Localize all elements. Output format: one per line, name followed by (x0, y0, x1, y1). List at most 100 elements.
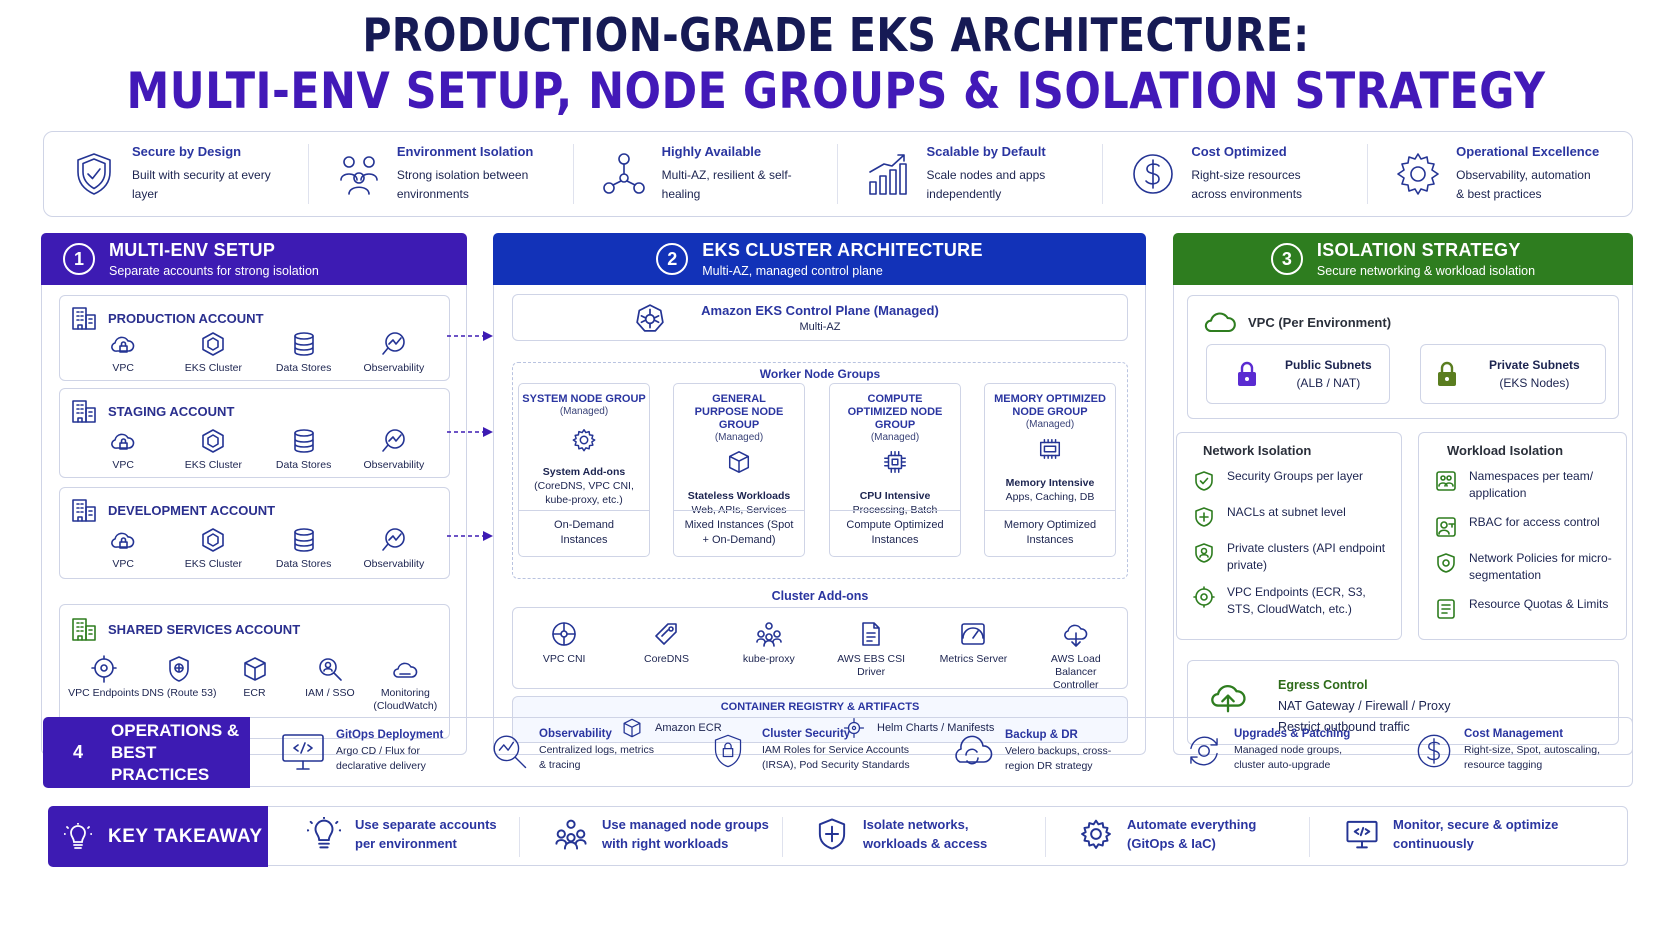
building-icon (72, 307, 96, 330)
gear-icon (1081, 819, 1111, 849)
ecr-item: ECR (217, 655, 292, 713)
group-users-icon (555, 819, 587, 850)
worker-node-groups: Worker Node Groups (512, 362, 1128, 579)
gear-icon (1397, 153, 1439, 195)
network-isolation-box: Network Isolation Security Groups per la… (1176, 432, 1402, 640)
eks-cluster-item: EKS Cluster (173, 330, 253, 375)
observability-item: Observability (354, 526, 434, 571)
magnifier-chart-icon (493, 735, 527, 768)
vpc-item: VPC (83, 330, 163, 375)
shield-check-icon (77, 153, 111, 195)
endpoint-gear-icon (1193, 586, 1215, 608)
addon-ebs-csi: AWS EBS CSI Driver (831, 620, 911, 679)
magnifier-chart-icon (382, 332, 405, 355)
control-plane-box: Amazon EKS Control Plane (Managed)Multi-… (512, 294, 1128, 341)
dns-item: DNS (Route 53) (141, 655, 216, 713)
search-user-icon (319, 658, 342, 681)
hexagon-icon (202, 429, 225, 453)
workload-item: Network Policies for micro-segmentation (1435, 550, 1618, 584)
code-monitor-icon (282, 734, 324, 770)
cloud-lock-icon (111, 532, 135, 549)
cloud-monitor-icon (393, 662, 418, 678)
shield-check-icon (1195, 471, 1213, 491)
growth-chart-icon (869, 154, 908, 195)
egress-control-box: Egress Control NAT Gateway / Firewall / … (1187, 660, 1619, 745)
account-development: DEVELOPMENT ACCOUNT VPC EKS Cluster Data… (59, 487, 450, 579)
lock-purple-icon (1238, 361, 1256, 386)
data-stores-item: Data Stores (264, 330, 344, 375)
monitoring-item: Monitoring (CloudWatch) (368, 655, 443, 713)
takeaway-item: Automate everything (GitOps & IaC) (1079, 815, 1277, 853)
cloud-upload-icon (1211, 684, 1246, 713)
network-item: Private clusters (API endpoint private) (1193, 540, 1389, 574)
vpc-endpoints-item: VPC Endpoints (66, 655, 141, 713)
container-cube-icon (243, 657, 266, 681)
public-subnets: Public Subnets(ALB / NAT) (1206, 344, 1390, 404)
building-green-icon (72, 618, 96, 641)
section-number: 1 (63, 243, 95, 275)
shield-lock-icon (714, 734, 742, 767)
addon-kube-proxy: kube-proxy (729, 620, 809, 666)
cloud-icon (1204, 312, 1236, 333)
database-icon (293, 332, 314, 356)
eks-cluster-item: EKS Cluster (173, 526, 253, 571)
account-production: PRODUCTION ACCOUNT VPC EKS Cluster Data … (59, 295, 450, 381)
database-icon (293, 429, 314, 453)
network-item: Security Groups per layer (1193, 468, 1389, 492)
people-icon (340, 156, 378, 195)
dollar-icon (1417, 734, 1451, 767)
building-icon (72, 400, 96, 423)
cluster-addons-box: VPC CNI CoreDNS kube-proxy AWS EBS CSI D… (512, 607, 1128, 691)
private-user-icon (1195, 543, 1213, 563)
vpc-box: VPC (Per Environment) Public Subnets(ALB… (1187, 295, 1619, 419)
takeaway-item: Use separate accounts per environment (307, 815, 500, 853)
cloud-lock-icon (111, 433, 135, 450)
data-stores-item: Data Stores (264, 427, 344, 472)
account-shared-services: SHARED SERVICES ACCOUNT VPC Endpoints DN… (59, 604, 450, 739)
node-group-compute: COMPUTE OPTIMIZED NODE GROUP(Managed) CP… (829, 383, 961, 557)
cloud-lock-icon (111, 336, 135, 353)
section-number: 3 (1270, 243, 1303, 275)
quota-icon (1437, 599, 1455, 619)
gauge-icon (961, 623, 986, 645)
private-subnets: Private Subnets(EKS Nodes) (1420, 344, 1606, 404)
data-stores-item: Data Stores (264, 526, 344, 571)
eks-cluster-item: EKS Cluster (173, 427, 253, 472)
team-icon (1436, 471, 1456, 491)
iam-sso-item: IAM / SSO (292, 655, 367, 713)
addon-metrics-server: Metrics Server (933, 620, 1013, 666)
network-circle-icon (552, 622, 576, 646)
node-group-general: GENERAL PURPOSE NODE GROUP(Managed) Stat… (673, 383, 805, 557)
refresh-gear-icon (1190, 736, 1218, 765)
node-group-system: SYSTEM NODE GROUP(Managed) System Add-on… (518, 383, 650, 557)
code-monitor-icon (1346, 820, 1378, 849)
dollar-icon (1133, 154, 1174, 194)
shield-icon (818, 818, 846, 850)
building-icon (72, 499, 96, 522)
page-subtitle: MULTI-ENV SETUP, NODE GROUPS & ISOLATION… (126, 62, 1546, 120)
user-key-icon (1436, 517, 1456, 537)
key-takeaway-header: KEY TAKEAWAY (48, 806, 268, 867)
takeaway-item: Isolate networks, workloads & access (815, 815, 1033, 853)
takeaway-item: Use managed node groups with right workl… (554, 815, 782, 853)
lightbulb-icon (64, 822, 92, 849)
cpu-icon (884, 451, 906, 473)
database-icon (293, 528, 314, 552)
document-icon (862, 622, 880, 646)
network-item: VPC Endpoints (ECR, S3, STS, CloudWatch,… (1193, 584, 1389, 618)
takeaway-item: Monitor, secure & optimize continuously (1345, 815, 1568, 853)
addon-vpc-cni: VPC CNI (524, 620, 604, 666)
